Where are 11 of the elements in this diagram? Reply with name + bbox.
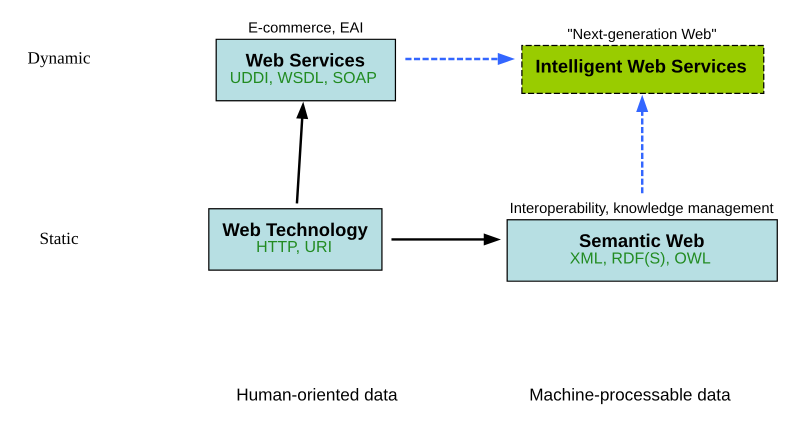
node-label: E-commerce, EAI	[248, 20, 363, 37]
label: Machine-processable data	[528, 384, 730, 405]
arrow	[636, 94, 648, 194]
arrow	[390, 233, 500, 246]
label: Dynamic	[27, 48, 90, 68]
node-label: "Next-generation Web"	[566, 26, 716, 43]
label: Static	[38, 228, 78, 248]
arrow	[295, 102, 308, 204]
node-label: Interoperability, knowledge management	[509, 201, 774, 218]
arrow	[404, 52, 514, 65]
label: Human-oriented data	[236, 384, 398, 405]
